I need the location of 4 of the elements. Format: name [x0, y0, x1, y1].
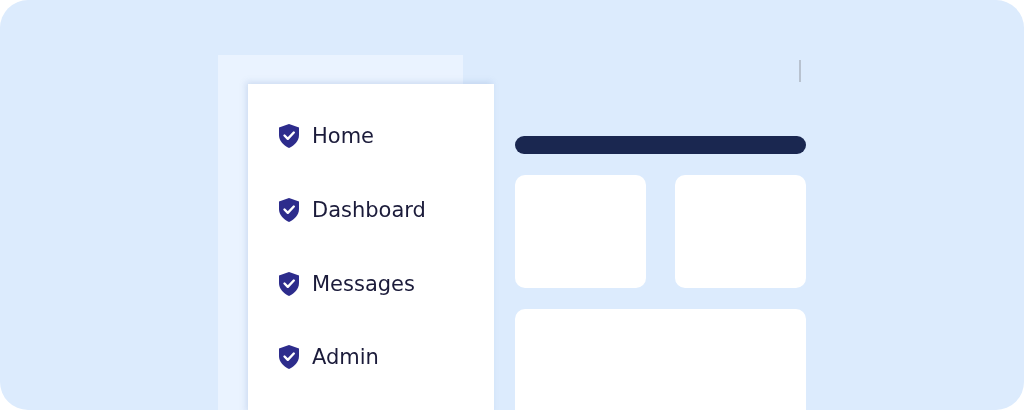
- menu-item: Dashboard: [312, 197, 426, 223]
- menu-item: Messages: [312, 271, 415, 297]
- menu-item: Home: [312, 123, 374, 149]
- menu-item: Admin: [312, 344, 379, 370]
